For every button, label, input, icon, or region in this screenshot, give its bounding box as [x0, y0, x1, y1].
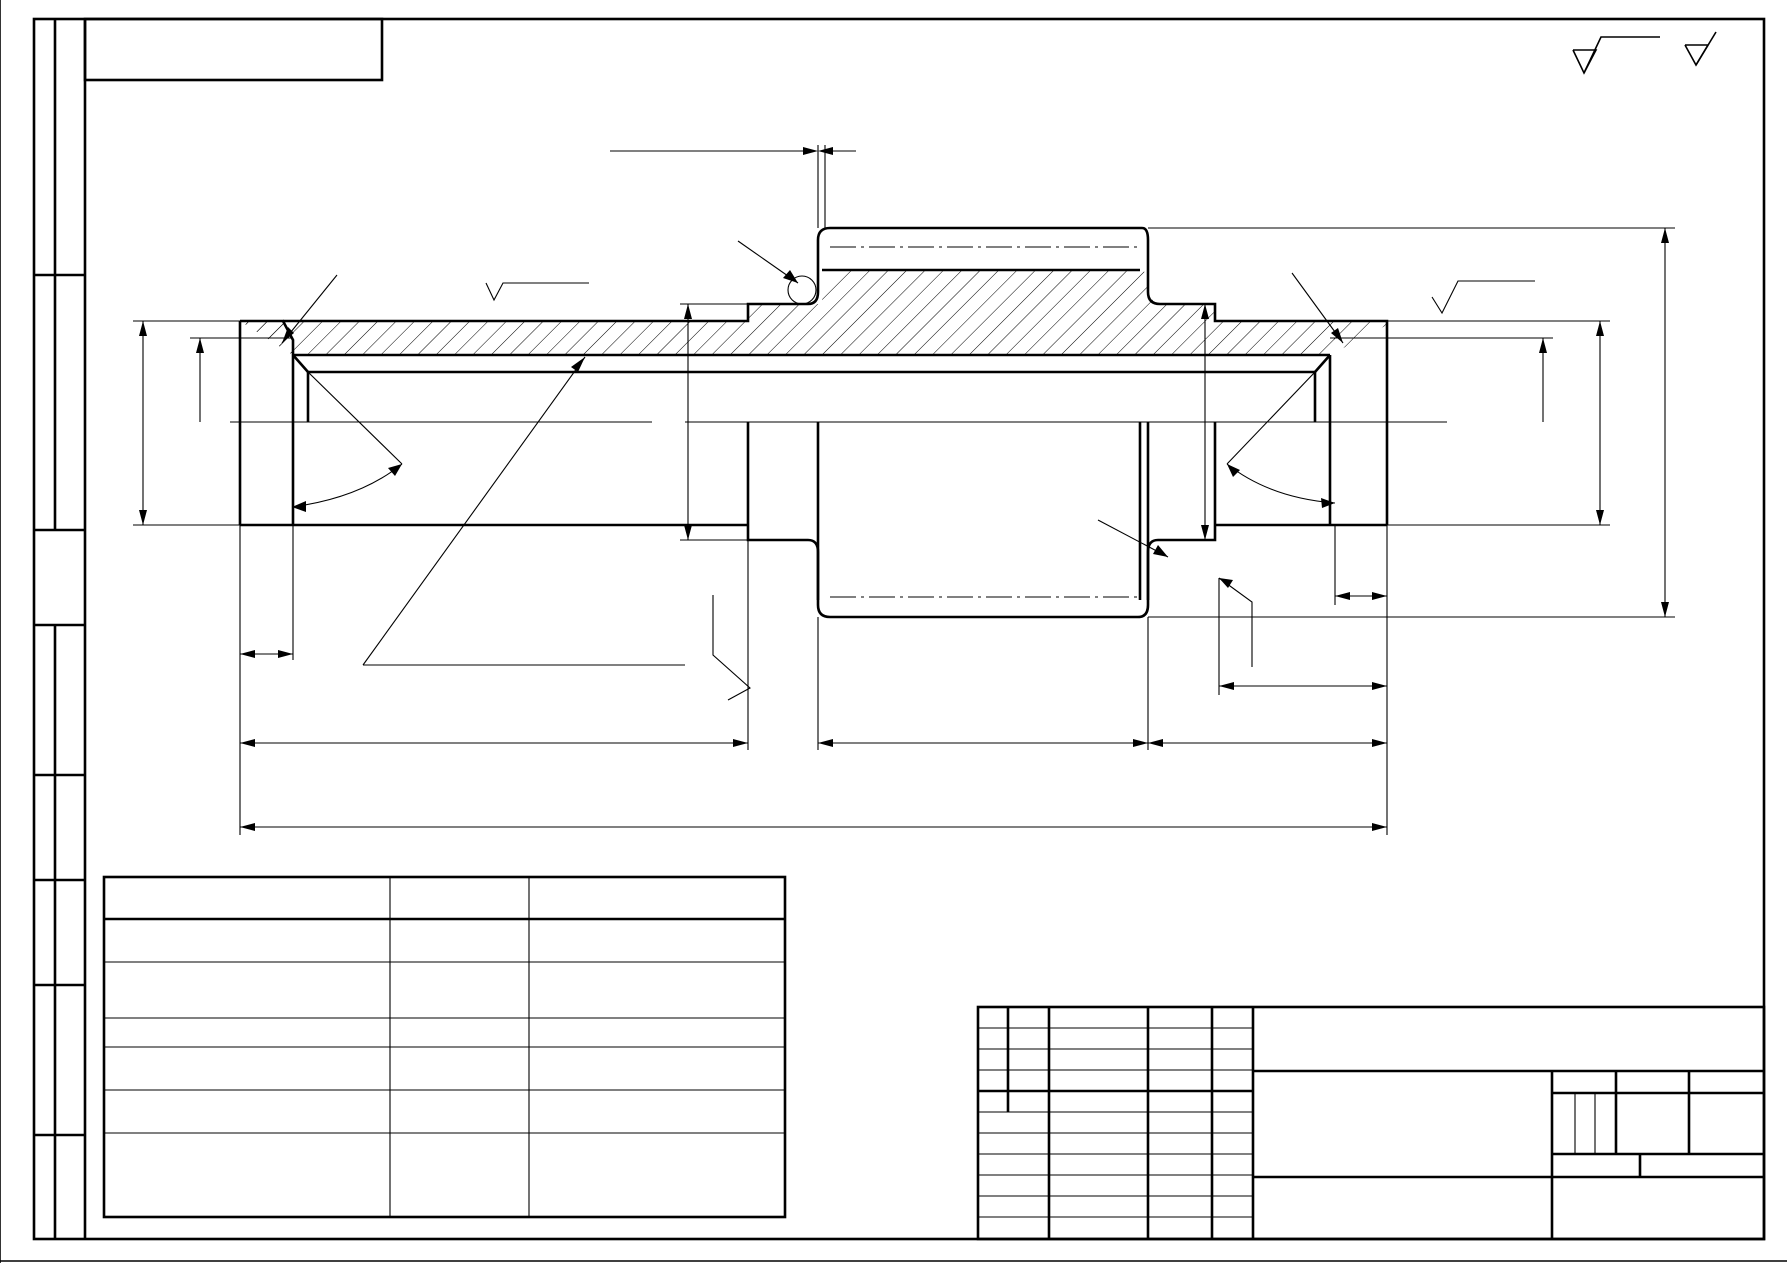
annotations: [281, 240, 1535, 701]
drawing-number-box: [83, 17, 384, 82]
bottom-profile-outline: [746, 525, 1217, 619]
outer-frame: [32, 17, 1766, 1241]
fillet-detail-circle: [787, 275, 817, 305]
shaft-part: [230, 226, 1447, 619]
right-end-outline: [1342, 319, 1389, 525]
left-end-outline: [238, 319, 295, 525]
roughness-other-icon: [1684, 31, 1717, 67]
section-hatching: [240, 270, 1342, 355]
roughness-general-icon: [1572, 36, 1660, 75]
dimensions: [133, 145, 1675, 835]
parameter-table: [102, 875, 787, 1219]
top-profile-outline: [283, 226, 1342, 323]
title-block: [976, 1005, 1766, 1241]
